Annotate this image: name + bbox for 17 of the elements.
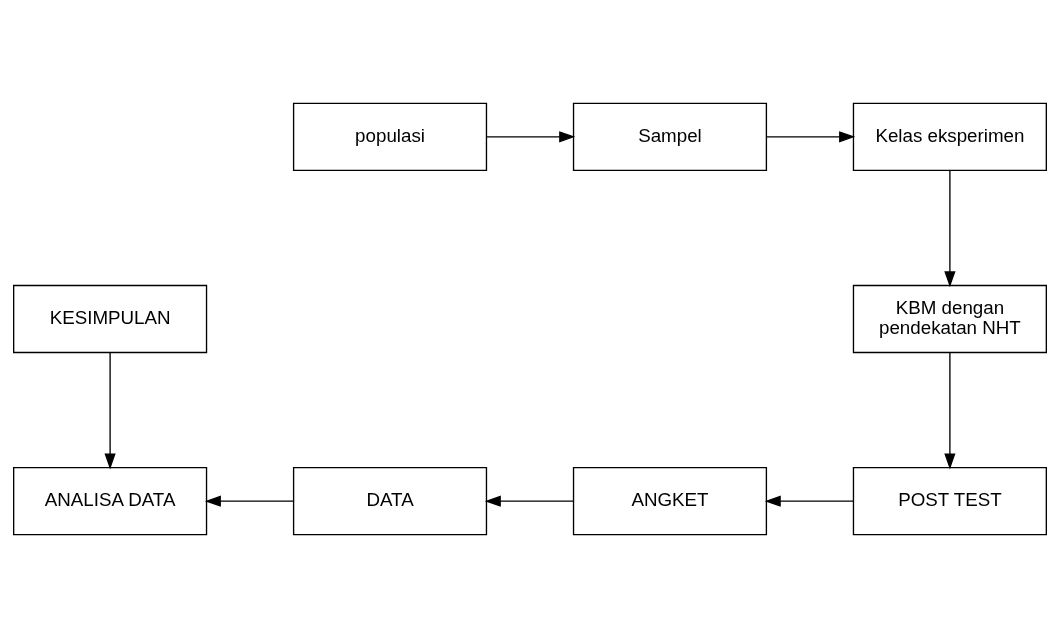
node-box: Sampel	[572, 102, 768, 171]
arrow	[204, 495, 294, 507]
node-box: KBM dengan pendekatan NHT	[852, 284, 1047, 353]
arrow	[944, 169, 956, 287]
arrow	[484, 495, 574, 507]
node-box: populasi	[292, 102, 488, 171]
node-box: ANGKET	[572, 466, 768, 535]
node-box: ANALISA DATA	[13, 466, 208, 535]
node-box: KESIMPULAN	[13, 284, 208, 353]
arrow	[764, 495, 854, 507]
node-box: Kelas eksperimen	[852, 102, 1047, 171]
arrow	[104, 351, 116, 470]
arrow	[944, 351, 956, 470]
arrow	[766, 130, 856, 142]
node-box: POST TEST	[852, 466, 1047, 535]
node-box: DATA	[292, 466, 488, 535]
arrow	[486, 130, 576, 142]
